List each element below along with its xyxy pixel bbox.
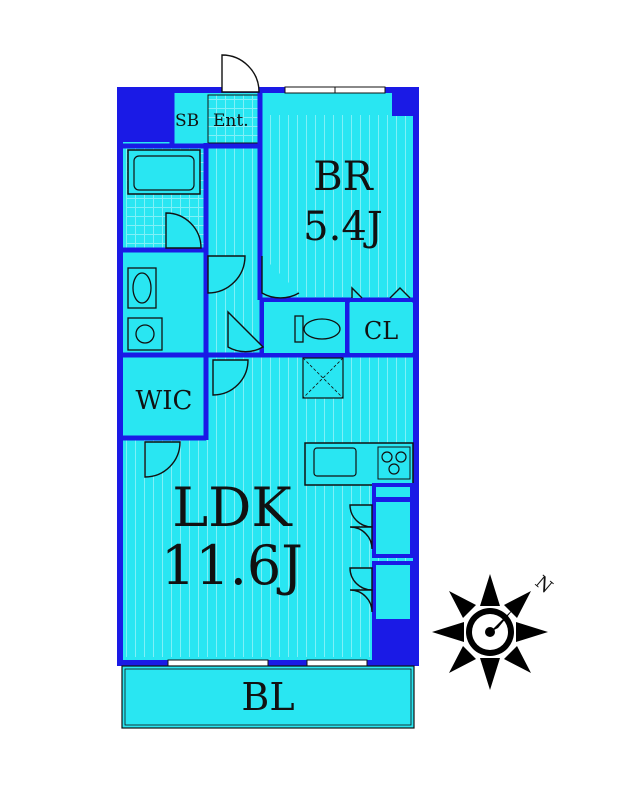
stove-burner-3 [388, 463, 400, 475]
closet-floor [350, 302, 412, 353]
br-size: 5.4J [303, 204, 383, 250]
compass-rays [432, 574, 548, 690]
toilet-bowl [303, 318, 341, 340]
cl-label: CL [364, 317, 398, 345]
storage-cabinet-2 [372, 561, 414, 623]
door-swings [144, 54, 411, 613]
bathtub-basin [133, 155, 195, 191]
storage-upper [372, 483, 414, 501]
north-arrow-icon [490, 606, 516, 632]
pillar-bottom-right [372, 620, 416, 663]
entrance-label: Ent. [213, 111, 249, 131]
pillar-top-left [120, 90, 172, 142]
washbasin [127, 267, 157, 309]
ldk-label: LDK [172, 476, 293, 539]
ldk-size: 11.6J [161, 534, 303, 597]
washing-machine-drum [135, 324, 155, 344]
entrance-floor [207, 94, 259, 144]
toilet-tank [294, 315, 304, 343]
stove-burner-1 [381, 451, 393, 463]
stove-panel [377, 446, 411, 480]
stove-burner-2 [395, 451, 407, 463]
windows [167, 86, 386, 667]
storage-cabinet-1 [372, 498, 414, 558]
br-floor [263, 115, 410, 297]
sb-label: SB [175, 111, 199, 131]
br-label: BR [313, 154, 374, 200]
bathtub [127, 149, 201, 195]
wic-label: WIC [136, 386, 193, 416]
kitchen-sink [313, 447, 357, 477]
washbasin-bowl [132, 272, 152, 304]
washing-machine [127, 317, 163, 351]
compass: N [432, 572, 556, 690]
interior-walls [123, 92, 414, 441]
pipe-shaft [302, 357, 344, 399]
balcony [121, 665, 415, 729]
pillar-top-right [392, 90, 416, 116]
balcony-rail [124, 668, 412, 726]
north-label: N [531, 572, 557, 598]
balcony-label: BL [241, 675, 294, 719]
